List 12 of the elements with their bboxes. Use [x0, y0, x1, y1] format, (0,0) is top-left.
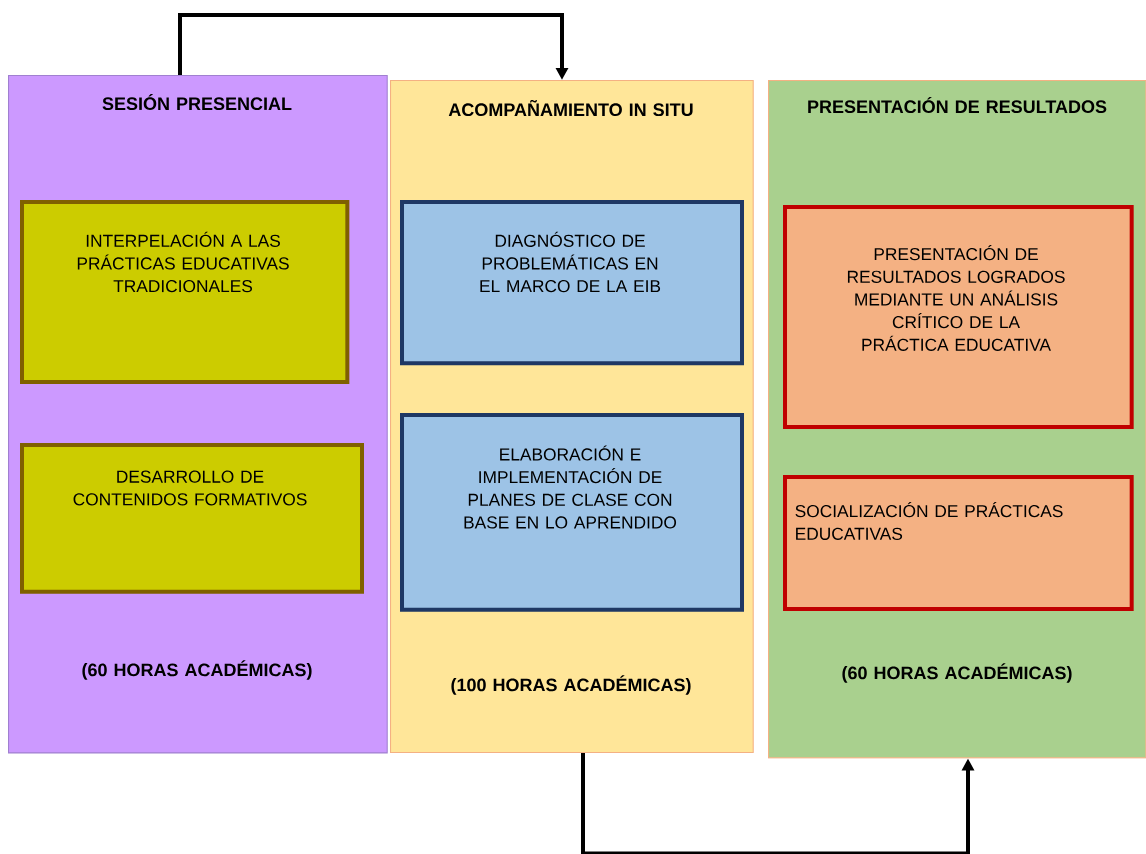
process-box: DESARROLLO DE CONTENIDOS FORMATIVOS: [20, 443, 364, 594]
column-heading: PRESENTACIÓN DE RESULTADOS: [808, 96, 1107, 114]
duration-text: (60 HORAS ACADÉMICAS): [82, 660, 312, 680]
process-box: DIAGNÓSTICO DE PROBLEMÁTICAS EN EL MARCO DE LA EIB: [400, 200, 744, 366]
process-box: ELABORACIÓN E IMPLEMENTACIÓN DE PLANES DE CLASE CON BASE EN LO APRENDIDO: [400, 413, 744, 612]
process-box: INTERPELACIÓN A LAS PRÁCTICAS EDUCATIVAS TRADICIONALES: [20, 200, 350, 384]
column-heading: SESIÓN PRESENCIAL: [102, 93, 292, 111]
duration-text: (100 HORAS ACADÉMICAS): [451, 675, 691, 695]
process-box: SOCIALIZACIÓN DE PRÁCTICAS EDUCATIVAS: [783, 475, 1134, 611]
duration-text: (60 HORAS ACADÉMICAS): [842, 663, 1072, 683]
column-heading: ACOMPAÑAMIENTO IN SITU: [448, 99, 693, 117]
process-box: PRESENTACIÓN DE RESULTADOS LOGRADOS MEDIANTE UN ANÁLISIS CRÍTICO DE LA PRÁCTICA EDUCATIVA: [783, 205, 1134, 429]
